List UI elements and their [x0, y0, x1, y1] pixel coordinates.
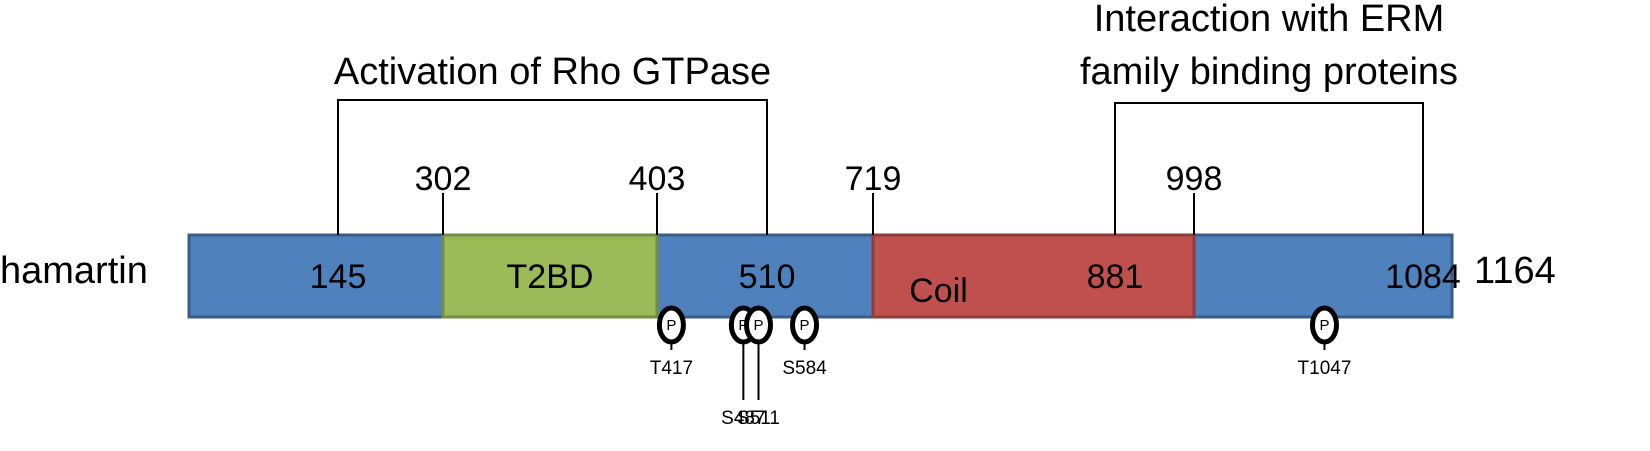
phospho-marker-letter-T417: P	[666, 317, 676, 334]
phospho-marker-T1047	[1309, 305, 1339, 345]
boundary-label-403: 403	[629, 160, 686, 198]
phospho-marker-letter-S584: P	[800, 317, 810, 334]
phosphorylation-sites: P T417 P S487 P S511 P S584 P T1047	[650, 305, 1352, 429]
position-label-510: 510	[739, 258, 796, 296]
region-bracket-2	[1114, 102, 1424, 235]
position-label-881: 881	[1087, 258, 1144, 296]
protein-bar: T2BD Coil	[187, 233, 1454, 319]
position-label-145: 145	[310, 258, 367, 296]
position-label-1084: 1084	[1385, 258, 1461, 296]
region-label-2-line-1: Interaction with ERM	[1094, 0, 1445, 40]
phospho-site-label-T417: T417	[650, 358, 693, 379]
boundary-label-302: 302	[415, 160, 472, 198]
phospho-marker-S584	[790, 305, 820, 345]
phospho-marker-letter-S511: P	[753, 317, 763, 334]
region-label-1-line-1: Activation of Rho GTPase	[334, 51, 771, 93]
protein-length-label: 1164	[1474, 250, 1556, 292]
phospho-marker-letter-S487: P	[738, 317, 748, 334]
domain-label-t2bd: T2BD	[507, 258, 594, 296]
protein-name-label: hamartin	[0, 250, 148, 292]
phospho-site-label-T1047: T1047	[1298, 358, 1352, 379]
phospho-site-label-S584: S584	[782, 358, 827, 379]
protein-bar-base	[187, 233, 1454, 319]
boundary-label-998: 998	[1166, 160, 1223, 198]
domain-coil	[871, 233, 1196, 319]
phospho-site-label-S487: S487	[721, 408, 765, 429]
region-bracket-1	[337, 99, 768, 235]
domain-boundaries: 302 403 719 998	[415, 160, 1223, 235]
phospho-site-label-S511: S511	[737, 408, 780, 429]
boundary-label-719: 719	[845, 160, 902, 198]
domain-t2bd	[441, 233, 659, 319]
phospho-marker-T417	[656, 305, 686, 345]
region-brackets: Activation of Rho GTPase Interaction with…	[334, 0, 1458, 235]
position-labels: 145 510 881 1084	[310, 258, 1461, 296]
domain-label-coil: Coil	[909, 272, 968, 310]
phospho-marker-S511	[744, 305, 774, 345]
region-label-2-line-2: family binding proteins	[1080, 51, 1458, 93]
phospho-marker-letter-T1047: P	[1319, 317, 1329, 334]
